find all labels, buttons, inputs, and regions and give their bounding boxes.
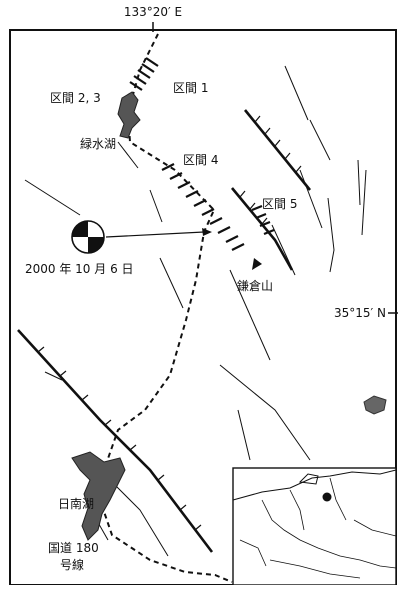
fault-trace bbox=[230, 187, 294, 271]
lineament bbox=[237, 409, 251, 461]
inset-location-marker-icon bbox=[322, 492, 332, 502]
mountain-marker-icon bbox=[252, 258, 262, 270]
route-label-line2: 号線 bbox=[60, 557, 84, 572]
inset-boundary bbox=[261, 499, 397, 569]
inset-boundary bbox=[239, 539, 267, 567]
section-5-hachure bbox=[251, 204, 275, 236]
lineament bbox=[357, 159, 361, 206]
lineament bbox=[361, 169, 367, 236]
section-5-label: 区間 5 bbox=[262, 197, 297, 211]
longitude-label: 133°20′ E bbox=[124, 5, 182, 19]
inset-boundary bbox=[329, 477, 347, 521]
lineament bbox=[149, 189, 163, 223]
focal-mechanism-icon bbox=[71, 220, 105, 254]
lake-hinan bbox=[71, 451, 126, 541]
route-label-line1: 国道 180 bbox=[48, 541, 99, 555]
lineament bbox=[24, 179, 81, 216]
latitude-label: 35°15′ N bbox=[334, 306, 386, 320]
mount-kamakura-label: 鎌倉山 bbox=[237, 278, 273, 293]
lineament bbox=[309, 119, 331, 161]
fault-northeast bbox=[243, 109, 312, 191]
lake-ryokusui bbox=[117, 91, 141, 139]
fault-trace bbox=[243, 109, 312, 191]
lineament bbox=[327, 197, 335, 273]
road-dashed bbox=[98, 33, 233, 583]
lake-ryokusui-label: 緑水湖 bbox=[80, 136, 116, 151]
lineament bbox=[44, 371, 63, 381]
inset-boundary bbox=[353, 519, 397, 537]
section-1-hachure bbox=[129, 57, 159, 91]
lineament bbox=[229, 269, 271, 361]
event-arrow bbox=[105, 231, 205, 238]
lake-hinan-label: 日南湖 bbox=[58, 496, 94, 511]
fault-southwest bbox=[17, 329, 214, 553]
event-date-label: 2000 年 10 月 6 日 bbox=[25, 262, 134, 276]
section-4-label: 区間 4 bbox=[183, 153, 218, 167]
lineament bbox=[117, 141, 139, 169]
inset-island bbox=[298, 473, 319, 485]
inset-coastline bbox=[232, 469, 397, 501]
lineament bbox=[159, 257, 184, 309]
lineament bbox=[284, 65, 309, 121]
fault-kamakura bbox=[230, 187, 294, 271]
inset-boundary bbox=[289, 489, 305, 531]
arrow-head-icon bbox=[202, 228, 212, 236]
section-hachures bbox=[129, 57, 275, 251]
section-1-label: 区間 1 bbox=[173, 81, 208, 95]
pond-east bbox=[363, 395, 387, 415]
section-2-3-label: 区間 2, 3 bbox=[50, 91, 101, 105]
fault-trace bbox=[17, 329, 214, 553]
inset-map bbox=[232, 467, 397, 586]
lineament bbox=[219, 364, 311, 461]
inset-boundary bbox=[269, 559, 361, 579]
lineament bbox=[299, 169, 323, 229]
